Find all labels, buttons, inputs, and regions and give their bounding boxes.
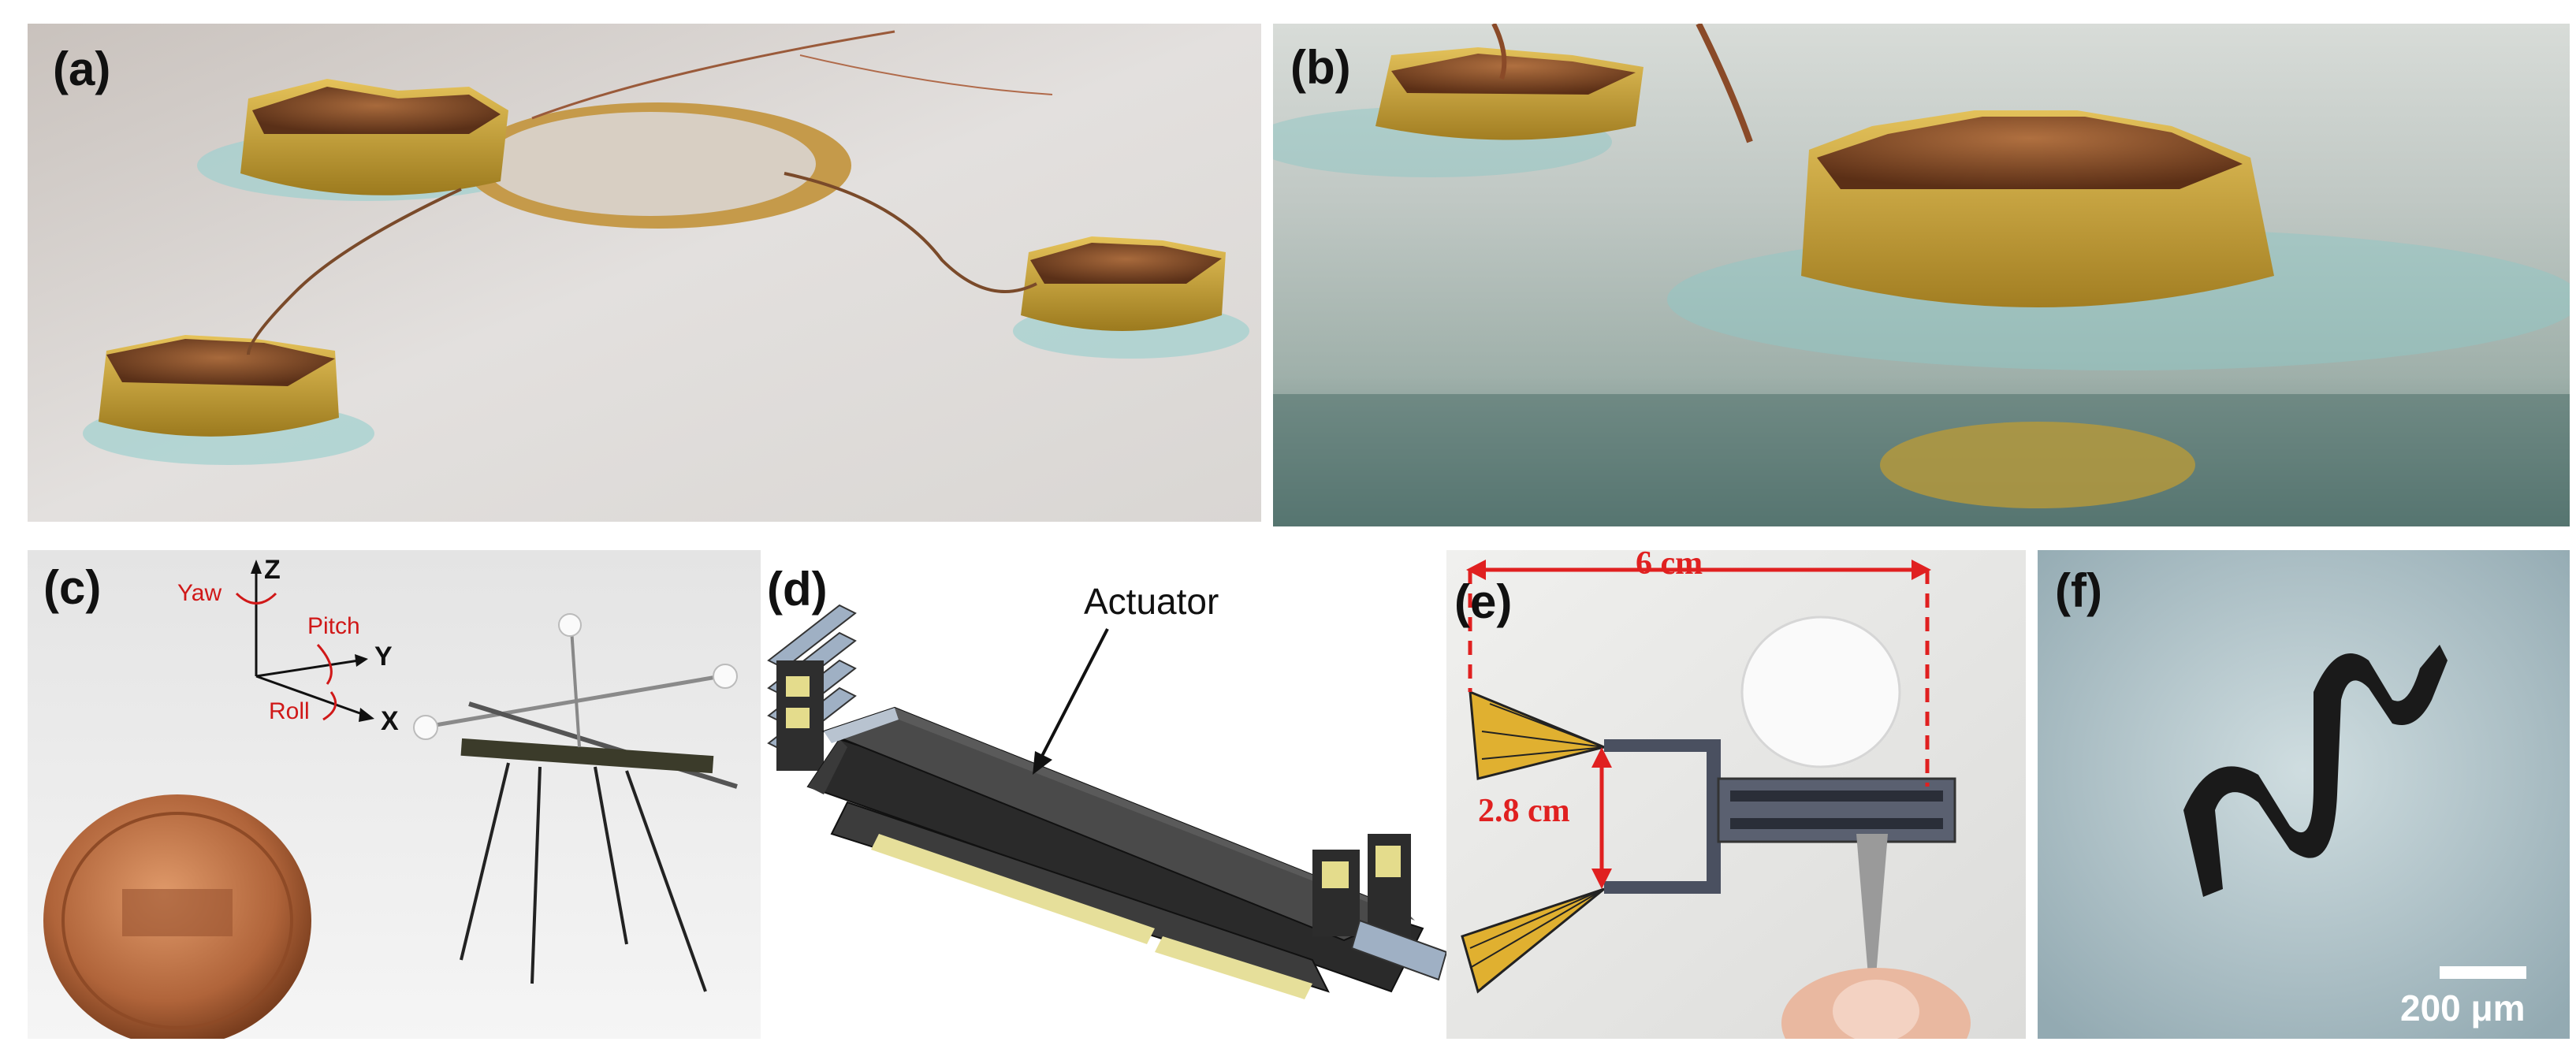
- panel-f-micrograph: [2038, 550, 2570, 1039]
- panel-a: (a): [28, 24, 1261, 522]
- actuator-label: Actuator: [1084, 581, 1219, 622]
- panel-e-label: (e): [1454, 575, 1513, 628]
- width-dimension-label: 2.8 cm: [1478, 793, 1570, 829]
- panel-c-photo: [28, 550, 761, 1039]
- axis-x-label: X: [381, 706, 399, 736]
- panel-c-label: (c): [43, 561, 102, 614]
- length-dimension-label: 6 cm: [1636, 550, 1703, 582]
- panel-b-photo: [1273, 24, 2570, 526]
- axis-y-label: Y: [374, 642, 393, 671]
- panel-d: (d) Actuator: [761, 550, 1446, 1039]
- panel-f-label: (f): [2055, 564, 2102, 617]
- panel-d-label: (d): [767, 563, 828, 616]
- roll-label: Roll: [269, 698, 310, 724]
- panel-d-diagram: [767, 604, 1446, 999]
- pitch-label: Pitch: [307, 613, 360, 639]
- scale-bar-label: 200 μm: [2400, 988, 2526, 1029]
- panel-e-photo: [1446, 550, 2026, 1039]
- panel-b-label: (b): [1290, 41, 1351, 94]
- axis-z-label: Z: [264, 555, 281, 585]
- panel-a-label: (a): [53, 43, 111, 95]
- yaw-label: Yaw: [177, 580, 222, 606]
- helix-microstructure: [2183, 645, 2448, 897]
- panel-c: (c) Z Y X Yaw Pitch Roll: [28, 550, 761, 1039]
- panel-a-photo: [28, 24, 1261, 522]
- panel-f: (f) 200 μm: [2038, 550, 2570, 1039]
- panel-b: (b): [1273, 24, 2570, 526]
- panel-e: (e) 6 cm 2.8 cm: [1446, 550, 2026, 1039]
